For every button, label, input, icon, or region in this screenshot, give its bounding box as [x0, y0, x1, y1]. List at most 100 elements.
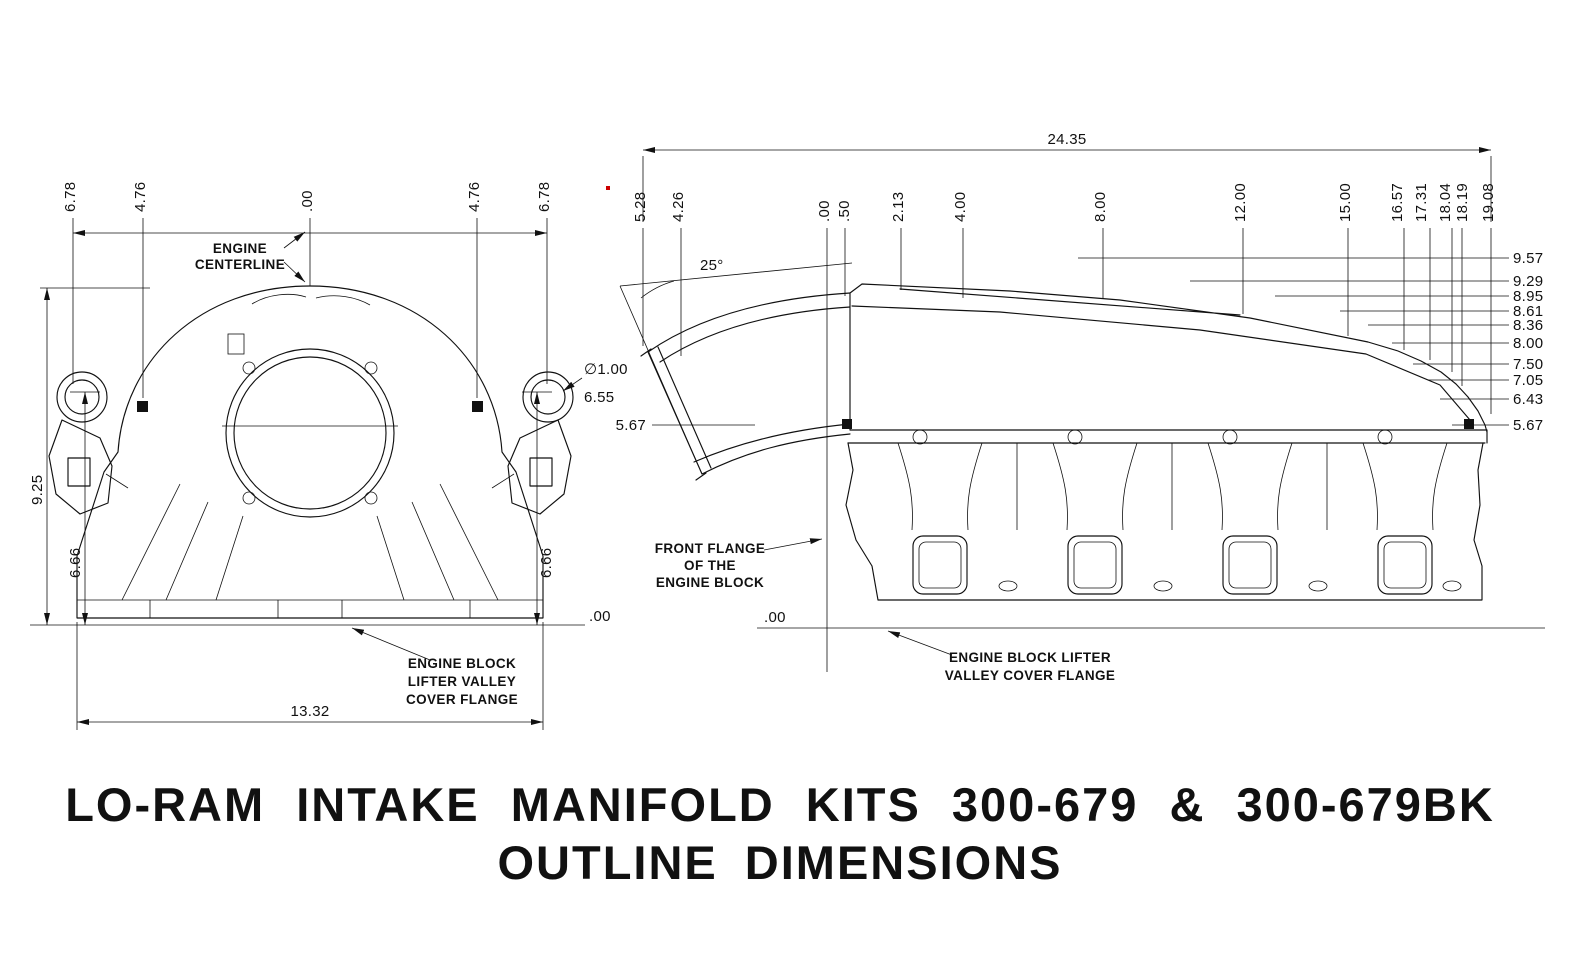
- right-mounting-ear: [507, 419, 572, 515]
- dim-label: 7.05: [1513, 372, 1543, 389]
- inlet-snout-outline: [640, 292, 851, 481]
- throttle-bore-inner: [233, 356, 387, 510]
- side-view-top-dimensions: 5.28 4.26 .00 .50 2.13 4.00 8.00 12.00 1…: [632, 183, 1497, 672]
- right-port-boss: [522, 371, 574, 423]
- flange-bolt-boss: [912, 429, 928, 445]
- side-baseline: .00: [757, 609, 1545, 629]
- front-width-dimension: 13.32: [76, 622, 544, 730]
- leader-line: [887, 630, 953, 656]
- dim-label: .00: [589, 608, 611, 625]
- flange-bolt-boss: [1067, 429, 1083, 445]
- dim-label: 6.66: [538, 548, 555, 578]
- angle-reference-lines: [619, 262, 853, 475]
- dim-label: 6.78: [536, 182, 553, 212]
- dim-label: 5.67: [616, 417, 646, 434]
- port-callout: ∅1.00 6.55: [562, 361, 628, 406]
- flange-bolt-slot: [1308, 580, 1328, 592]
- dim-label: 9.29: [1513, 273, 1543, 290]
- runner-separators: [1016, 443, 1328, 530]
- dim-label: 9.57: [1513, 250, 1543, 267]
- lower-body-outline: [845, 442, 1484, 601]
- flange-bolt-slot: [1442, 580, 1462, 592]
- front-body-outline: [76, 285, 544, 619]
- note-text: LIFTER VALLEY: [408, 674, 516, 689]
- intake-port-inner: [1228, 541, 1272, 589]
- bolt-hole: [242, 491, 256, 505]
- dim-label: 6.43: [1513, 391, 1543, 408]
- note-text: ENGINE BLOCK: [656, 575, 764, 590]
- dim-label: 5.67: [1513, 417, 1543, 434]
- plenum-outline: [849, 283, 1488, 433]
- extension-line: [642, 156, 1492, 222]
- dim-label: .50: [836, 200, 853, 222]
- leader-line: [283, 261, 306, 283]
- drawing-subtitle: OUTLINE DIMENSIONS: [497, 836, 1063, 889]
- dim-label: 6.66: [67, 548, 84, 578]
- flange-bolt-slot: [998, 580, 1018, 592]
- intake-port: [1377, 535, 1433, 595]
- side-view: 24.35 5.28 4.26 .00 .50 2.13 4.00 8.00 1…: [616, 131, 1545, 683]
- engine-centerline-note: ENGINE CENTERLINE: [195, 231, 306, 283]
- leader-line: [283, 231, 306, 249]
- right-leader-lines: [1078, 257, 1509, 426]
- dim-label: 24.35: [1047, 131, 1086, 148]
- front-view-part: [48, 285, 574, 619]
- leader-line: [763, 538, 823, 551]
- left-mounting-ear: [48, 419, 113, 515]
- intake-port-inner: [1383, 541, 1427, 589]
- intake-port: [1222, 535, 1278, 595]
- dim-label: 18.19: [1454, 183, 1471, 222]
- flange-bolt-boss: [1377, 429, 1393, 445]
- note-text: VALLEY COVER FLANGE: [945, 668, 1116, 683]
- note-text: ENGINE BLOCK: [408, 656, 516, 671]
- side-flange-note: ENGINE BLOCK LIFTER VALLEY COVER FLANGE: [887, 630, 1116, 683]
- dim-label: 4.26: [670, 192, 687, 222]
- left-port-hole: [64, 379, 100, 415]
- front-top-extension-lines: [72, 218, 548, 398]
- front-height-dimension: 9.25: [29, 287, 150, 625]
- ear-connector-lines: [105, 473, 515, 489]
- intake-port: [1067, 535, 1123, 595]
- dim-label: 7.50: [1513, 356, 1543, 373]
- dim-label: 4.76: [466, 182, 483, 212]
- title-block: LO-RAM INTAKE MANIFOLD KITS 300-679 & 30…: [0, 778, 1560, 890]
- front-baseline: .00: [30, 608, 611, 626]
- runner-curves: [897, 442, 1448, 531]
- intake-port-inner: [1073, 541, 1117, 589]
- note-text: ENGINE BLOCK LIFTER: [949, 650, 1111, 665]
- dim-label: 9.25: [29, 475, 46, 505]
- side-top-extension-lines: [642, 228, 1492, 672]
- note-text: COVER FLANGE: [406, 692, 518, 707]
- dim-label: 15.00: [1337, 183, 1354, 222]
- head-flange-band: [847, 429, 1488, 444]
- dim-label: 25°: [700, 257, 724, 274]
- dim-label: ∅1.00: [584, 361, 628, 378]
- flange-bolt-slot: [1153, 580, 1173, 592]
- extension-line: [76, 622, 544, 730]
- leader-line: [562, 377, 583, 392]
- dim-label: 4.00: [952, 192, 969, 222]
- throttle-bore-outer: [225, 348, 395, 518]
- dim-label: .00: [299, 190, 316, 212]
- side-length-dimension: 24.35: [642, 131, 1492, 222]
- front-rib-lines: [121, 483, 499, 601]
- front-side-height-dimensions: 6.66 6.66: [67, 391, 555, 625]
- front-base-details: [77, 599, 543, 618]
- dim-label: 18.04: [1437, 183, 1454, 222]
- dim-label: .00: [764, 609, 786, 626]
- dim-label: 8.00: [1513, 335, 1543, 352]
- bolt-hole: [364, 361, 378, 375]
- dim-label: 6.78: [62, 182, 79, 212]
- dim-label: 5.28: [632, 192, 649, 222]
- front-view-top-dimensions: 6.78 4.76 .00 4.76 6.78: [62, 182, 553, 398]
- dim-label: 19.08: [1480, 183, 1497, 222]
- dim-label: 6.55: [584, 389, 614, 406]
- front-flange-of-block-note: FRONT FLANGE OF THE ENGINE BLOCK: [655, 538, 823, 590]
- intake-port: [912, 535, 968, 595]
- sensor-boss: [227, 333, 245, 355]
- left-clamp-tab: [842, 419, 852, 429]
- intake-port-inner: [918, 541, 962, 589]
- dim-label: 8.95: [1513, 288, 1543, 305]
